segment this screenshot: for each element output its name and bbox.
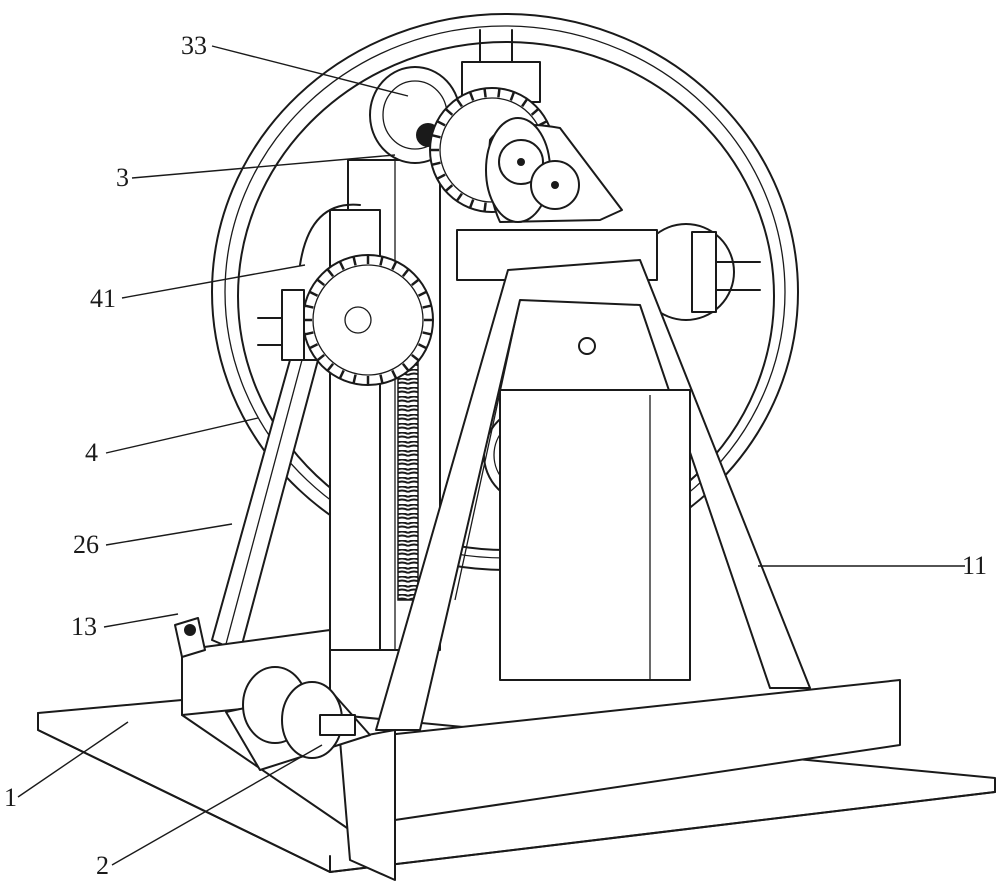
label-4: 4 xyxy=(85,438,98,467)
label-11: 11 xyxy=(962,551,987,580)
label-2: 2 xyxy=(96,851,109,880)
label-1: 1 xyxy=(4,783,17,812)
saw-tooth xyxy=(485,88,486,97)
a-frame xyxy=(376,230,810,730)
bevel-gear xyxy=(175,618,205,657)
label-41: 41 xyxy=(90,284,116,313)
label-3: 3 xyxy=(116,163,129,192)
saw-tooth xyxy=(498,88,499,97)
inclined-strut xyxy=(212,360,318,652)
label-33: 33 xyxy=(181,31,207,60)
label-13: 13 xyxy=(71,612,97,641)
label-26: 26 xyxy=(73,530,99,559)
saw-tooth xyxy=(485,203,486,212)
